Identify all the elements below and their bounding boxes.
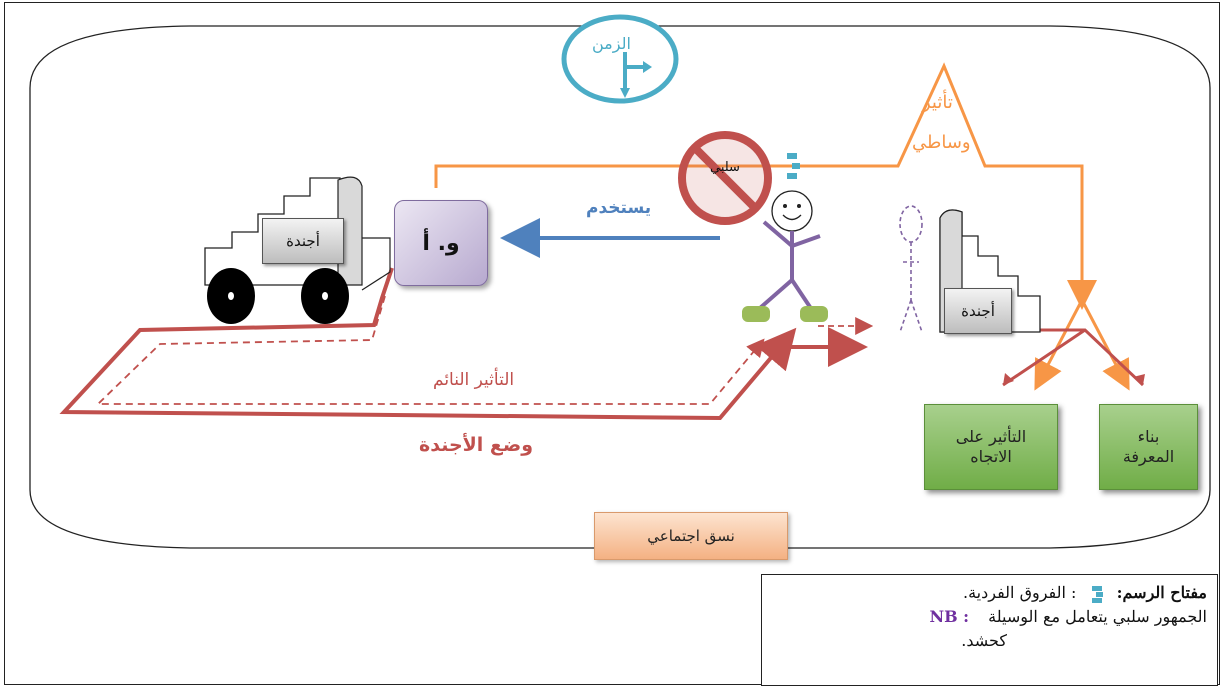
no-sign-icon <box>678 131 772 225</box>
legend-row-1: مفتاح الرسم: : الفروق الفردية. <box>772 581 1207 605</box>
legend-individual-diff-text: : الفروق الفردية. <box>963 583 1077 602</box>
legend-passive-audience: الجمهور سلبي يتعامل مع الوسيلة <box>988 607 1207 626</box>
social-system-cylinder <box>29 25 1211 549</box>
truck-agenda-label: أجندة <box>262 218 344 264</box>
mediated-influence-label-2: وساطي <box>912 132 971 153</box>
legend-as-crowd: كحشد. <box>961 631 1007 650</box>
attitude-effect-box: التأثير على الاتجاه <box>924 404 1058 490</box>
individual-differences-icon <box>787 153 800 179</box>
sleeper-effect-label: التأثير النائم <box>433 370 515 390</box>
mediated-influence-label-1: تأثير <box>922 92 953 113</box>
agenda-setting-label: وضع الأجندة <box>419 434 534 456</box>
uses-label: يستخدم <box>586 198 652 218</box>
legend-nb: : NB <box>929 607 970 626</box>
legend-row-3: كحشد. <box>772 629 1207 653</box>
stick-figure-passive <box>742 190 828 322</box>
media-box: و. أ <box>394 200 488 286</box>
passive-label: سلبي <box>710 160 740 175</box>
person-agenda-label: أجندة <box>944 288 1012 334</box>
clock-icon <box>561 14 679 104</box>
sleeper-effect-path <box>95 295 765 405</box>
legend-key-label: مفتاح الرسم: <box>1116 583 1207 602</box>
dashed-audience-figure <box>899 205 923 333</box>
mediated-influence-connector <box>434 62 1130 391</box>
agenda-branch-arrows <box>1002 328 1145 387</box>
knowledge-building-box: بناء المعرفة <box>1099 404 1198 490</box>
social-system-box: نسق اجتماعي <box>594 512 788 560</box>
time-label: الزمن <box>592 34 631 53</box>
legend-individual-differences-icon <box>1091 585 1103 603</box>
agenda-setting-path <box>59 267 797 421</box>
legend-box: مفتاح الرسم: : الفروق الفردية. الجمهور س… <box>761 574 1218 686</box>
legend-row-2: الجمهور سلبي يتعامل مع الوسيلة : NB <box>772 605 1207 629</box>
diagram-frame <box>4 2 1220 685</box>
